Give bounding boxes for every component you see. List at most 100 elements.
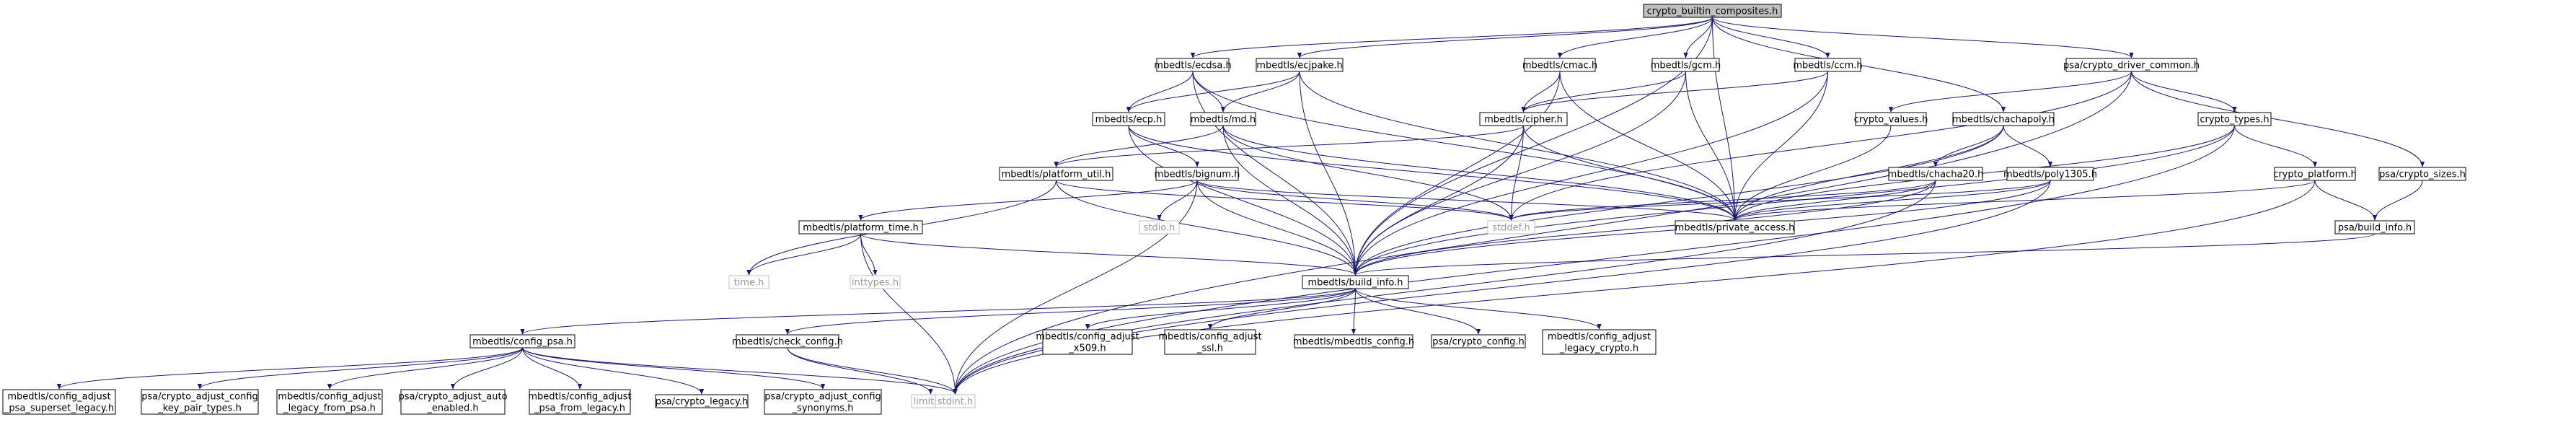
node-adj_keypair[interactable]: psa/crypto_adjust_config_key_pair_types.…	[141, 389, 259, 415]
node-legacy[interactable]: psa/crypto_legacy.h	[655, 394, 749, 408]
edge-pdc-to-types	[2131, 71, 2237, 113]
node-box-adj_superset	[2, 389, 116, 415]
node-label-adj_legacy_crypto: mbedtls/config_adjust	[1548, 332, 1651, 343]
node-config_psa[interactable]: mbedtls/config_psa.h	[469, 334, 575, 349]
node-label-adj_superset: _psa_superset_legacy.h	[4, 403, 114, 414]
node-label-bignum: mbedtls/bignum.h	[1155, 170, 1240, 180]
node-ecdsa[interactable]: mbedtls/ecdsa.h	[1154, 58, 1232, 72]
node-box-stddef	[1487, 220, 1535, 235]
node-box-adj_legacy_crypto	[1542, 329, 1657, 355]
edge-root-to-private	[1712, 17, 1737, 221]
node-label-adj_from_psa: _legacy_from_psa.h	[283, 403, 376, 414]
node-gcm[interactable]: mbedtls/gcm.h	[1651, 58, 1721, 72]
edge-poly1305-to-stddef	[1509, 180, 2051, 221]
node-plat_time[interactable]: mbedtls/platform_time.h	[798, 220, 923, 235]
node-label-plat_util: mbedtls/platform_util.h	[1002, 170, 1111, 180]
node-box-adj_from_psa	[276, 389, 383, 415]
node-label-root: crypto_builtin_composites.h	[1647, 6, 1778, 17]
node-box-bignum	[1155, 167, 1239, 181]
node-bignum[interactable]: mbedtls/bignum.h	[1155, 167, 1240, 181]
node-box-adj_auto	[400, 389, 506, 415]
node-box-adj_x509	[1042, 329, 1133, 355]
node-root[interactable]: crypto_builtin_composites.h	[1643, 4, 1782, 18]
node-ecjpake[interactable]: mbedtls/ecjpake.h	[1256, 58, 1344, 72]
node-chacha20[interactable]: mbedtls/chacha20.h	[1888, 167, 1984, 181]
node-box-root	[1643, 4, 1782, 18]
node-types[interactable]: crypto_types.h	[2197, 112, 2272, 126]
node-ecp[interactable]: mbedtls/ecp.h	[1092, 112, 1165, 126]
node-adj_auto[interactable]: psa/crypto_adjust_auto_enabled.h	[398, 389, 508, 415]
node-cmac[interactable]: mbedtls/cmac.h	[1522, 58, 1597, 72]
node-private[interactable]: mbedtls/private_access.h	[1675, 220, 1795, 235]
node-label-csizes: psa/crypto_sizes.h	[2379, 170, 2466, 180]
node-check[interactable]: mbedtls/check_config.h	[732, 334, 843, 349]
edge-layer	[56, 17, 2425, 395]
edge-bignum-to-plat_time	[858, 180, 1198, 221]
edge-config_psa-to-adj_syn	[522, 347, 826, 390]
node-box-gcm	[1651, 58, 1720, 72]
node-adj_from_psa[interactable]: mbedtls/config_adjust_legacy_from_psa.h	[276, 389, 383, 415]
node-ccm[interactable]: mbedtls/ccm.h	[1793, 58, 1863, 72]
node-chachapoly[interactable]: mbedtls/chachapoly.h	[1952, 112, 2055, 126]
node-cplatform[interactable]: crypto_platform.h	[2273, 167, 2357, 181]
node-label-legacy: psa/crypto_legacy.h	[656, 397, 749, 408]
node-md[interactable]: mbedtls/md.h	[1190, 112, 1256, 126]
edge-ecdsa-to-ecp	[1126, 71, 1194, 113]
node-poly1305[interactable]: mbedtls/poly1305.h	[2003, 167, 2097, 181]
node-adj_superset[interactable]: mbedtls/config_adjust_psa_superset_legac…	[2, 389, 116, 415]
node-label-adj_keypair: psa/crypto_adjust_config	[141, 392, 258, 403]
edge-bignum-to-stdio	[1157, 180, 1198, 221]
node-mbconfig[interactable]: mbedtls/mbedtls_config.h	[1293, 334, 1414, 349]
node-csizes[interactable]: psa/crypto_sizes.h	[2378, 167, 2466, 181]
edge-config_psa-to-adj_auto	[450, 347, 523, 390]
edge-gcm-to-private	[1685, 71, 1737, 221]
node-box-values	[1855, 112, 1927, 126]
node-adj_legacy_crypto[interactable]: mbedtls/config_adjust_legacy_crypto.h	[1542, 329, 1657, 355]
node-label-stdint: stdint.h	[938, 397, 973, 408]
node-psabuild[interactable]: psa/build_info.h	[2334, 220, 2415, 235]
edge-ecjpake-to-md	[1220, 71, 1300, 113]
node-label-ccm: mbedtls/ccm.h	[1793, 61, 1862, 71]
edge-cplatform-to-stdint	[953, 180, 2316, 395]
edge-gcm-to-cipher	[1521, 71, 1686, 113]
node-label-adj_x509: _x509.h	[1068, 343, 1106, 354]
node-label-ecdsa: mbedtls/ecdsa.h	[1154, 61, 1232, 71]
edge-chacha20-to-private	[1732, 180, 1936, 221]
node-values[interactable]: crypto_values.h	[1854, 112, 1928, 126]
node-label-plat_time: mbedtls/platform_time.h	[803, 223, 919, 234]
node-cipher[interactable]: mbedtls/cipher.h	[1479, 112, 1568, 126]
node-adj_syn[interactable]: psa/crypto_adjust_config_synonyms.h	[764, 389, 882, 415]
edge-cmac-to-cipher	[1521, 71, 1561, 113]
edge-chacha20-to-stddef	[1509, 180, 1936, 221]
node-inttypes: inttypes.h	[850, 275, 901, 289]
node-box-check	[736, 334, 839, 349]
node-psaconfig[interactable]: psa/crypto_config.h	[1431, 334, 1526, 349]
node-box-time	[728, 275, 769, 289]
node-stdint: stdint.h	[935, 394, 976, 408]
node-label-values: crypto_values.h	[1854, 115, 1928, 126]
node-adj_x509[interactable]: mbedtls/config_adjust_x509.h	[1036, 329, 1139, 355]
edge-cipher-to-build	[1353, 125, 1524, 276]
edge-config_psa-to-adj_from_legacy	[522, 347, 583, 390]
node-build[interactable]: mbedtls/build_info.h	[1302, 275, 1409, 289]
node-adj_ssl[interactable]: mbedtls/config_adjust_ssl.h	[1158, 329, 1262, 355]
node-pdc[interactable]: psa/crypto_driver_common.h	[2063, 58, 2200, 72]
node-box-stdio	[1139, 220, 1180, 235]
node-label-chachapoly: mbedtls/chachapoly.h	[1952, 115, 2055, 126]
edge-types-to-build	[1353, 125, 2235, 276]
edge-plat_time-to-time	[746, 233, 861, 276]
edge-pdc-to-values	[1888, 71, 2132, 113]
edge-root-to-ecjpake	[1297, 17, 1713, 58]
edge-bignum-to-stddef	[1196, 180, 1514, 221]
node-label-adj_superset: mbedtls/config_adjust	[7, 392, 110, 403]
node-box-legacy	[655, 394, 749, 408]
edge-md-to-build	[1222, 125, 1358, 276]
node-adj_from_legacy[interactable]: mbedtls/config_adjust_psa_from_legacy.h	[528, 389, 632, 415]
node-stddef: stddef.h	[1487, 220, 1535, 235]
node-label-build: mbedtls/build_info.h	[1307, 278, 1403, 289]
edge-build-to-mbconfig	[1351, 288, 1357, 335]
node-plat_util[interactable]: mbedtls/platform_util.h	[999, 167, 1113, 181]
edge-plat_util-to-stddef	[1056, 180, 1514, 221]
node-box-config_psa	[469, 334, 575, 349]
edge-chacha20-to-stdint	[953, 180, 1936, 395]
